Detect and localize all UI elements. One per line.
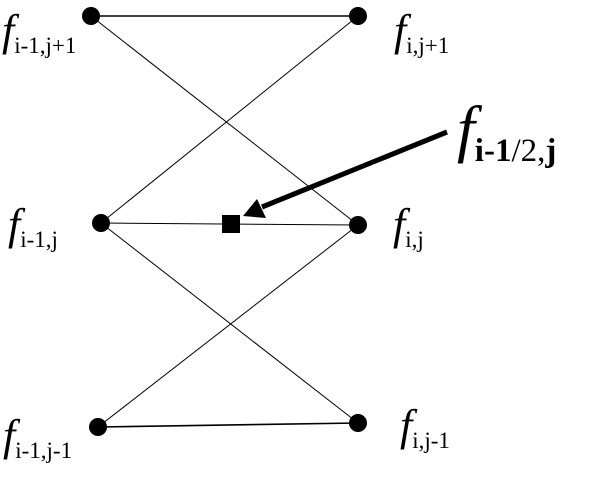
label-top-left: fi-1,j+1 [2, 6, 76, 58]
arrow-shaft [261, 129, 448, 210]
label-top-right: fi,j+1 [394, 6, 449, 58]
label-bot-left: fi-1,j-1 [3, 411, 72, 463]
label-bot-right: fi,j-1 [400, 401, 450, 453]
node-mid-left [92, 214, 110, 232]
edge-upper-cross-a [90, 15, 359, 226]
edge-upper-cross-b [100, 15, 359, 224]
node-bot-left [89, 418, 107, 436]
edge-lower-cross-a [100, 222, 359, 424]
label-interpolated: fi-1/2,j [457, 93, 556, 169]
interpolated-point [222, 215, 240, 233]
node-bot-right [349, 414, 367, 432]
edge-lower-cross-b [97, 224, 359, 428]
label-mid-left: fi-1,j [8, 200, 58, 252]
node-top-right [349, 7, 367, 25]
edge-bottom [97, 422, 359, 428]
arrow-head [243, 199, 266, 218]
label-mid-right: fi,j [393, 200, 424, 252]
node-mid-right [349, 216, 367, 234]
node-top-left [82, 7, 100, 25]
